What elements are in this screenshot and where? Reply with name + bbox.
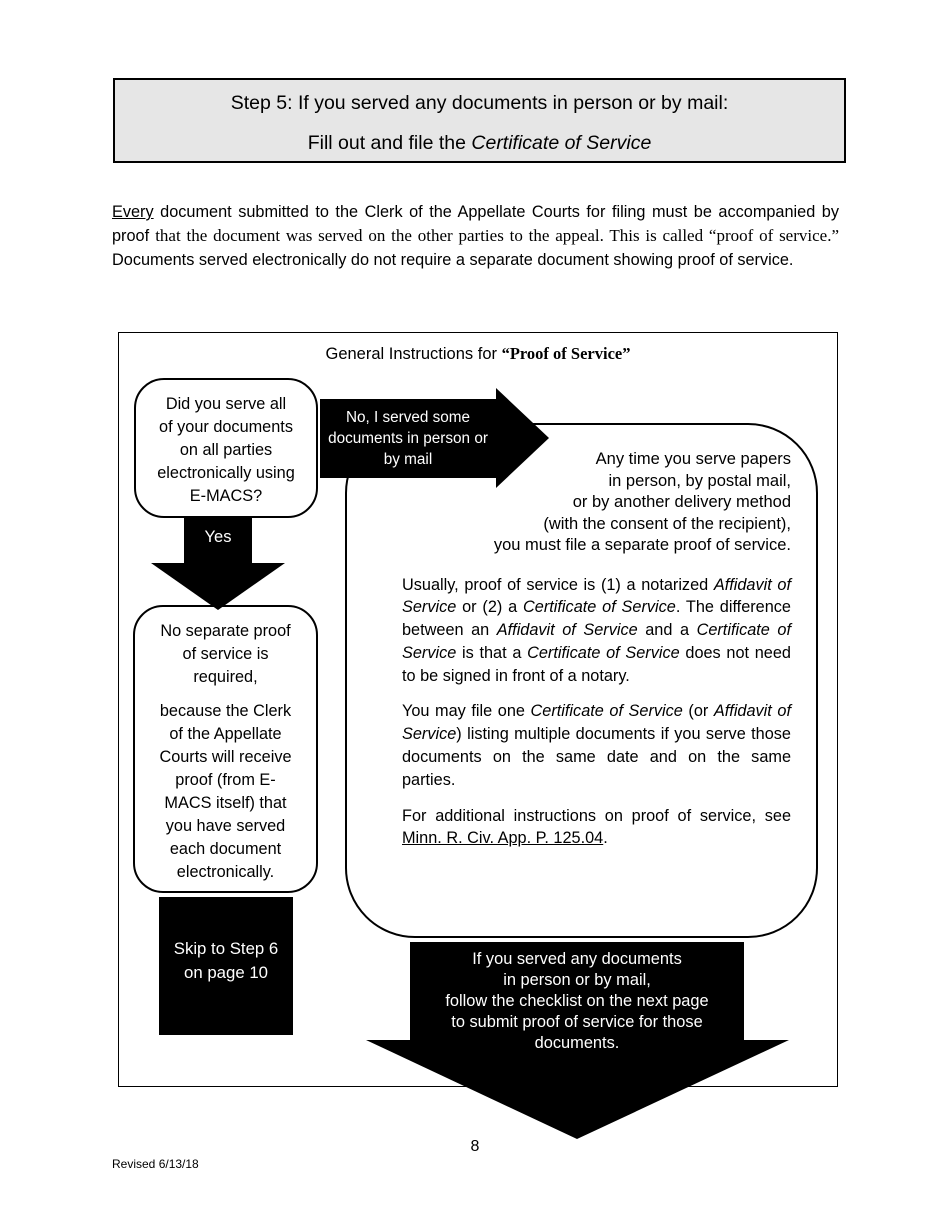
intro-paragraph: Every document submitted to the Clerk of… (112, 203, 840, 269)
yes-arrow-down-icon (151, 563, 285, 610)
info-paragraph-usually: Usually, proof of service is (1) a notar… (402, 575, 791, 685)
info-paragraph-one-certificate: You may file one Certificate of Service … (402, 702, 791, 789)
revision-note: Revised 6/13/18 (112, 1157, 199, 1171)
rule-citation-paragraph: For additional instructions on proof of … (402, 806, 791, 848)
page-number: 8 (470, 1138, 480, 1155)
no-arrow-right-icon (496, 388, 549, 488)
flowchart-title: General Instructions for “Proof of Servi… (325, 344, 631, 363)
step5-title-line2: Fill out and file the Certificate of Ser… (307, 132, 652, 154)
step5-title-line1: Step 5: If you served any documents in p… (230, 92, 729, 114)
bottom-arrow-down-icon (366, 1040, 789, 1139)
step5-title-box: Step 5: If you served any documents in p… (113, 78, 846, 163)
bottom-arrow-body (410, 942, 744, 1041)
yes-arrow-label: Yes (184, 516, 252, 564)
